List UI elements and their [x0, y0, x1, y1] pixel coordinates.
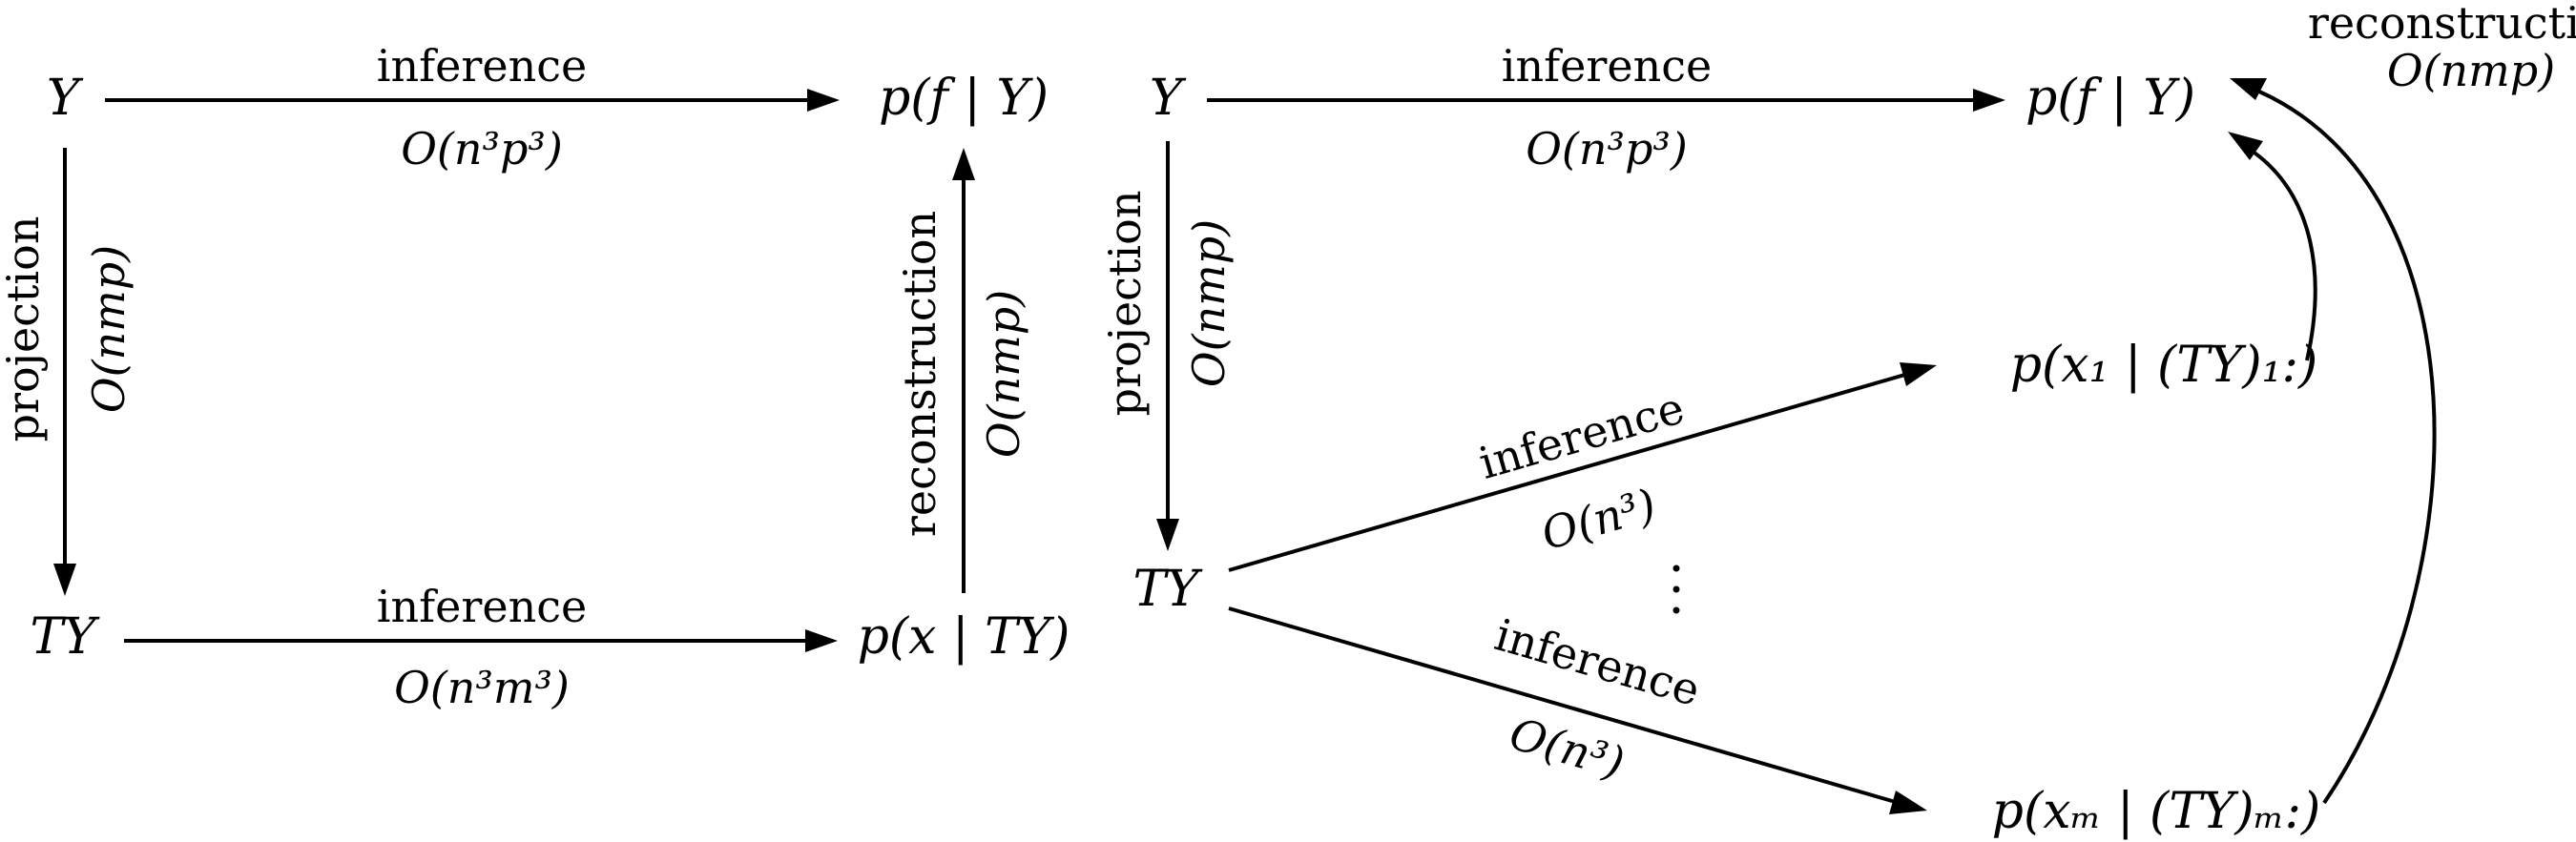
- right-upper-diagonal-complexity: O(n³): [1536, 479, 1662, 560]
- ellipsis-dot: [1672, 606, 1680, 614]
- left-node-posterior-x: p(x | TY): [858, 608, 1070, 666]
- right-reconstruction-long-arrow: [2230, 78, 2437, 805]
- right-node-ty: TY: [1132, 561, 1203, 618]
- right-diagram: Y p(f | Y) TY p(x₁ | (TY)₁:) p(xₘ | (TY)…: [1099, 0, 2576, 840]
- right-projection-label: projection: [1099, 191, 1151, 417]
- left-node-ty: TY: [30, 608, 100, 666]
- right-reconstruction-complexity: O(nmp): [2387, 45, 2555, 96]
- left-projection-label: projection: [0, 216, 49, 442]
- right-top-label: inference: [1502, 40, 1712, 92]
- right-node-posterior-xm: p(xₘ | (TY)ₘ:): [1992, 783, 2321, 840]
- right-lower-diagonal-label: inference: [1489, 608, 1706, 716]
- ellipsis-dots: [1672, 565, 1680, 614]
- left-reconstruction-complexity: O(nmp): [978, 290, 1029, 458]
- right-projection-arrow: [1156, 141, 1179, 551]
- left-reconstruction-label: reconstruction: [894, 211, 945, 537]
- right-reconstruction-short-arrow: [2228, 132, 2317, 361]
- ellipsis-dot: [1672, 585, 1680, 593]
- left-projection-arrow: [53, 148, 76, 596]
- left-top-complexity: O(n³p³): [401, 123, 563, 175]
- left-projection-complexity: O(nmp): [83, 245, 135, 413]
- left-node-posterior-f: p(f | Y): [879, 70, 1049, 127]
- right-top-arrow: [1207, 89, 2005, 112]
- left-bottom-complexity: O(n³m³): [394, 662, 570, 713]
- right-upper-diagonal-arrow: [1228, 362, 1937, 572]
- right-node-posterior-f: p(f | Y): [2025, 70, 2195, 127]
- left-top-label: inference: [377, 40, 587, 92]
- right-projection-complexity: O(nmp): [1183, 219, 1235, 387]
- left-bottom-arrow: [124, 629, 838, 652]
- left-top-arrow: [105, 89, 840, 112]
- left-diagram: Y p(f | Y) TY p(x | TY) inference O(n³p³…: [0, 40, 1070, 713]
- right-node-posterior-x1: p(x₁ | (TY)₁:): [2010, 337, 2318, 394]
- ellipsis-dot: [1672, 565, 1680, 572]
- left-node-y: Y: [47, 70, 84, 127]
- left-reconstruction-arrow: [952, 148, 975, 593]
- left-bottom-label: inference: [377, 581, 587, 632]
- right-top-complexity: O(n³p³): [1526, 123, 1688, 175]
- right-lower-diagonal-arrow: [1228, 606, 1927, 814]
- right-upper-diagonal-label: inference: [1473, 381, 1690, 489]
- right-reconstruction-label: reconstruction: [2308, 0, 2576, 49]
- right-node-y: Y: [1150, 70, 1187, 127]
